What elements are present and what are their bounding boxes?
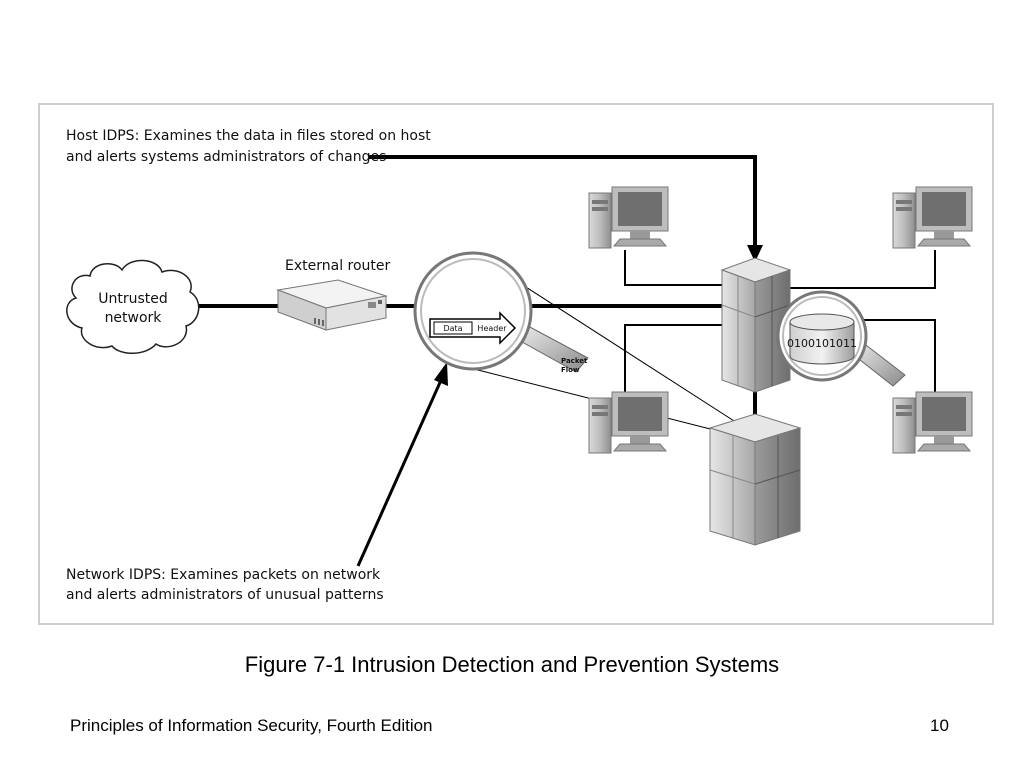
host-idps-label-line2: and alerts systems administrators of cha…	[66, 149, 386, 165]
packet-icon: Data Header	[429, 311, 517, 345]
untrusted-network-cloud: Untrusted network	[66, 259, 200, 354]
host-idps-label-line1: Host IDPS: Examines the data in files st…	[66, 128, 431, 144]
untrusted-label-line2: network	[105, 310, 163, 326]
data-magnifier: 0100101011	[776, 290, 906, 387]
host-server	[720, 257, 792, 393]
router-label: External router	[285, 258, 391, 274]
packet-flow-label-line1: Packet	[561, 357, 588, 365]
packet-magnifier: Data Header Packet Flow	[413, 251, 589, 374]
workstation-bottom-right	[892, 391, 973, 454]
footer-page-number: 10	[930, 716, 949, 735]
network-idps-label-line1: Network IDPS: Examines packets on networ…	[66, 567, 381, 583]
network-idps-arrow	[356, 362, 448, 567]
workstation-bottom-left	[588, 391, 669, 454]
untrusted-label-line1: Untrusted	[98, 291, 168, 307]
database-icon	[789, 313, 855, 365]
binary-data-label: 0100101011	[787, 337, 857, 350]
packet-data-label: Data	[443, 324, 462, 333]
packet-header-label: Header	[477, 324, 507, 333]
host-idps-arrow	[368, 155, 763, 262]
footer-book-title: Principles of Information Security, Four…	[70, 716, 433, 735]
workstation-top-left	[588, 186, 669, 249]
packet-flow-label-line2: Flow	[561, 366, 580, 374]
idps-diagram: Untrusted network External router Data H…	[66, 128, 973, 603]
figure-caption: Figure 7-1 Intrusion Detection and Preve…	[244, 652, 780, 677]
network-idps-label-line2: and alerts administrators of unusual pat…	[66, 587, 384, 603]
workstation-top-right	[892, 186, 973, 249]
network-idps-server	[708, 413, 802, 546]
external-router: External router	[276, 258, 391, 331]
